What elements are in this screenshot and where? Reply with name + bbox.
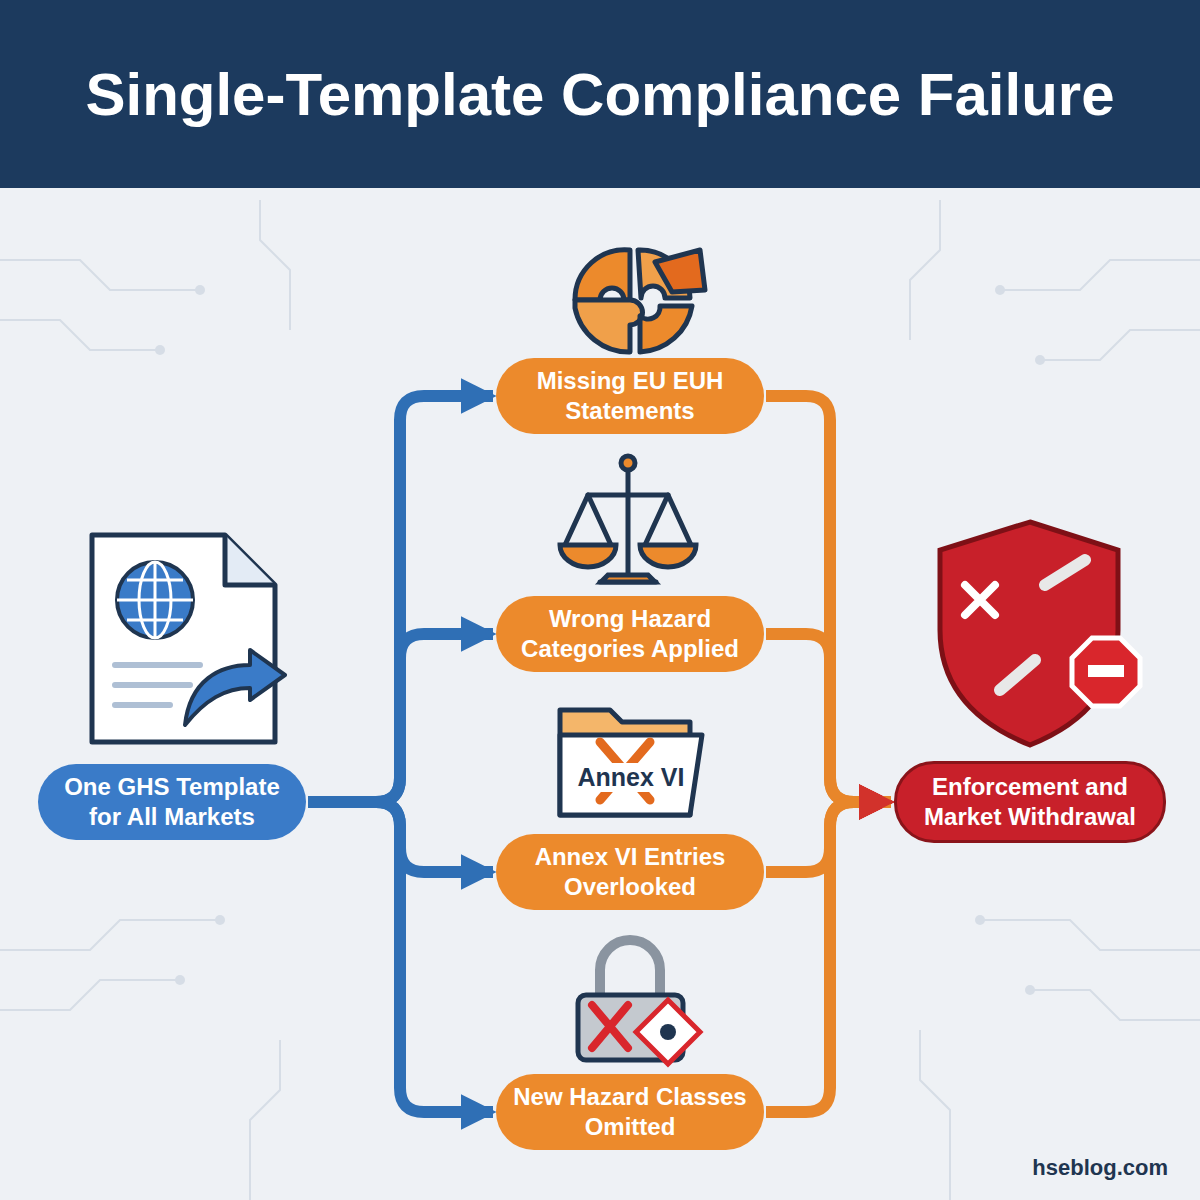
flow-arrow [766, 634, 891, 802]
node-text: One GHS Template for All Markets [54, 772, 290, 832]
node-text: Missing EU EUH Statements [512, 366, 748, 426]
document-icon [92, 535, 285, 742]
folder-label: Annex VI [576, 763, 687, 792]
flow-arrow [766, 802, 891, 1112]
node-text: Enforcement and Market Withdrawal [913, 772, 1147, 832]
start-pill: One GHS Template for All Markets [38, 764, 306, 840]
scales-icon [560, 456, 696, 582]
flow-arrow [766, 396, 891, 802]
puzzle-icon [575, 250, 705, 352]
node-text: Annex VI Entries Overlooked [512, 842, 748, 902]
node-text: Wrong Hazard Categories Applied [512, 604, 748, 664]
flow-arrow [308, 634, 493, 802]
node-text: New Hazard Classes Omitted [512, 1082, 748, 1142]
failure-pill: New Hazard Classes Omitted [496, 1074, 764, 1150]
folder-icon [560, 710, 702, 815]
outcome-pill: Enforcement and Market Withdrawal [894, 761, 1166, 843]
lock-icon [578, 940, 700, 1064]
failure-pill: Annex VI Entries Overlooked [496, 834, 764, 910]
title: Single-Template Compliance Failure [0, 0, 1200, 188]
watermark: hseblog.com [1030, 1155, 1170, 1181]
shield-icon [940, 522, 1140, 745]
failure-pill: Wrong Hazard Categories Applied [496, 596, 764, 672]
failure-pill: Missing EU EUH Statements [496, 358, 764, 434]
flow-arrow [308, 396, 493, 802]
flow-arrow [308, 802, 493, 1112]
